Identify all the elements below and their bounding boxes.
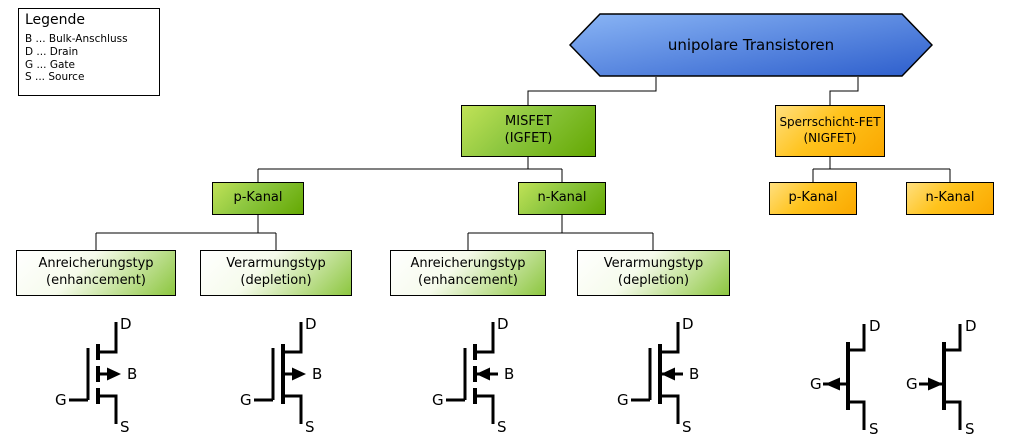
source-label: S (682, 418, 692, 435)
symbol-mosfet-n-enhancement: D G S B (432, 315, 514, 435)
terminal-leads (919, 324, 962, 430)
node-p-enhancement-subtitle: (enhancement) (46, 273, 146, 288)
drain-label: D (305, 315, 317, 333)
gate-label: G (240, 391, 252, 409)
legend-item-bulk: B ... Bulk-Anschluss (25, 33, 128, 45)
node-sperrschicht-n-kanal: n-Kanal (906, 182, 994, 215)
node-sperrschicht-fet-subtitle: (NIGFET) (803, 131, 857, 145)
drain-label: D (869, 317, 881, 335)
drain-label: D (120, 315, 132, 333)
gate-label: G (55, 391, 67, 409)
gate-arrow-left (825, 377, 840, 391)
connector-root-to-sperrschicht (829, 77, 859, 105)
source-label: S (497, 418, 507, 435)
gate-label: G (432, 391, 444, 409)
hexagon-shape (568, 13, 934, 77)
symbol-mosfet-p-depletion: D G S B (240, 315, 322, 435)
source-label: S (120, 418, 130, 435)
gate-arrow-right (928, 377, 943, 391)
node-misfet: MISFET (IGFET) (461, 105, 596, 157)
source-label: S (305, 418, 315, 435)
legend-item-drain: D ... Drain (25, 45, 79, 58)
node-sperrschicht-fet: Sperrschicht-FET (NIGFET) (775, 105, 885, 157)
source-label: S (869, 420, 879, 437)
node-sperrschicht-n-kanal-label: n-Kanal (925, 190, 975, 206)
node-n-enhancement: Anreicherungstyp (enhancement) (390, 250, 546, 296)
symbol-jfet-p: G D S (810, 317, 881, 437)
bulk-arrow-right (292, 367, 306, 381)
legend-item-source: S ... Source (25, 71, 85, 84)
gate-label: G (906, 375, 918, 393)
drain-label: D (497, 315, 509, 333)
symbol-mosfet-n-depletion: D G S B (617, 315, 699, 435)
connector-pkanal-to-leaves (95, 215, 277, 250)
source-label: S (965, 420, 975, 437)
connector-root-to-misfet (527, 77, 657, 105)
symbol-jfet-n: G D S (906, 317, 977, 437)
node-misfet-p-kanal: p-Kanal (212, 182, 304, 215)
connector-nkanal-to-leaves (467, 215, 654, 250)
bulk-arrow-right (107, 367, 121, 381)
node-p-depletion-title: Verarmungstyp (226, 256, 326, 272)
bulk-arrow-left (476, 367, 490, 381)
node-misfet-p-kanal-label: p-Kanal (233, 190, 283, 206)
node-n-depletion: Verarmungstyp (depletion) (577, 250, 730, 296)
legend-title: Legende (25, 12, 86, 28)
node-misfet-title: MISFET (505, 114, 552, 130)
node-sperrschicht-p-kanal-label: p-Kanal (788, 190, 838, 206)
symbol-mosfet-p-enhancement: D G S B (55, 315, 137, 435)
terminal-leads (823, 324, 866, 430)
bulk-arrow-left (661, 367, 675, 381)
gate-label: G (617, 391, 629, 409)
drain-label: D (682, 315, 694, 333)
node-misfet-subtitle: (IGFET) (504, 131, 553, 146)
legend: Legende B ... Bulk-Anschluss D ... Drain… (18, 8, 160, 96)
legend-item-gate: G ... Gate (25, 58, 75, 71)
connector-sperrschicht-to-channels (812, 157, 951, 182)
node-p-depletion: Verarmungstyp (depletion) (200, 250, 352, 296)
node-sperrschicht-p-kanal: p-Kanal (769, 182, 857, 215)
root-node: unipolare Transistoren (568, 13, 934, 77)
node-n-depletion-subtitle: (depletion) (617, 273, 690, 288)
bulk-label: B (504, 365, 514, 383)
node-misfet-n-kanal: n-Kanal (518, 182, 606, 215)
node-n-enhancement-title: Anreicherungstyp (410, 256, 526, 272)
drain-label: D (965, 317, 977, 335)
connector-misfet-to-channels (257, 157, 563, 182)
bulk-label: B (312, 365, 322, 383)
node-sperrschicht-fet-title: Sperrschicht-FET (779, 115, 881, 130)
node-p-enhancement: Anreicherungstyp (enhancement) (16, 250, 176, 296)
node-n-enhancement-subtitle: (enhancement) (418, 273, 518, 288)
node-n-depletion-title: Verarmungstyp (603, 256, 704, 272)
terminal-leads (98, 322, 118, 424)
terminal-leads (283, 322, 303, 424)
gate-label: G (810, 375, 822, 393)
root-node-label: unipolare Transistoren (667, 36, 835, 54)
bulk-label: B (127, 365, 137, 383)
bulk-label: B (689, 365, 699, 383)
node-p-enhancement-title: Anreicherungstyp (38, 256, 154, 272)
node-p-depletion-subtitle: (depletion) (240, 273, 312, 288)
node-misfet-n-kanal-label: n-Kanal (537, 190, 587, 206)
